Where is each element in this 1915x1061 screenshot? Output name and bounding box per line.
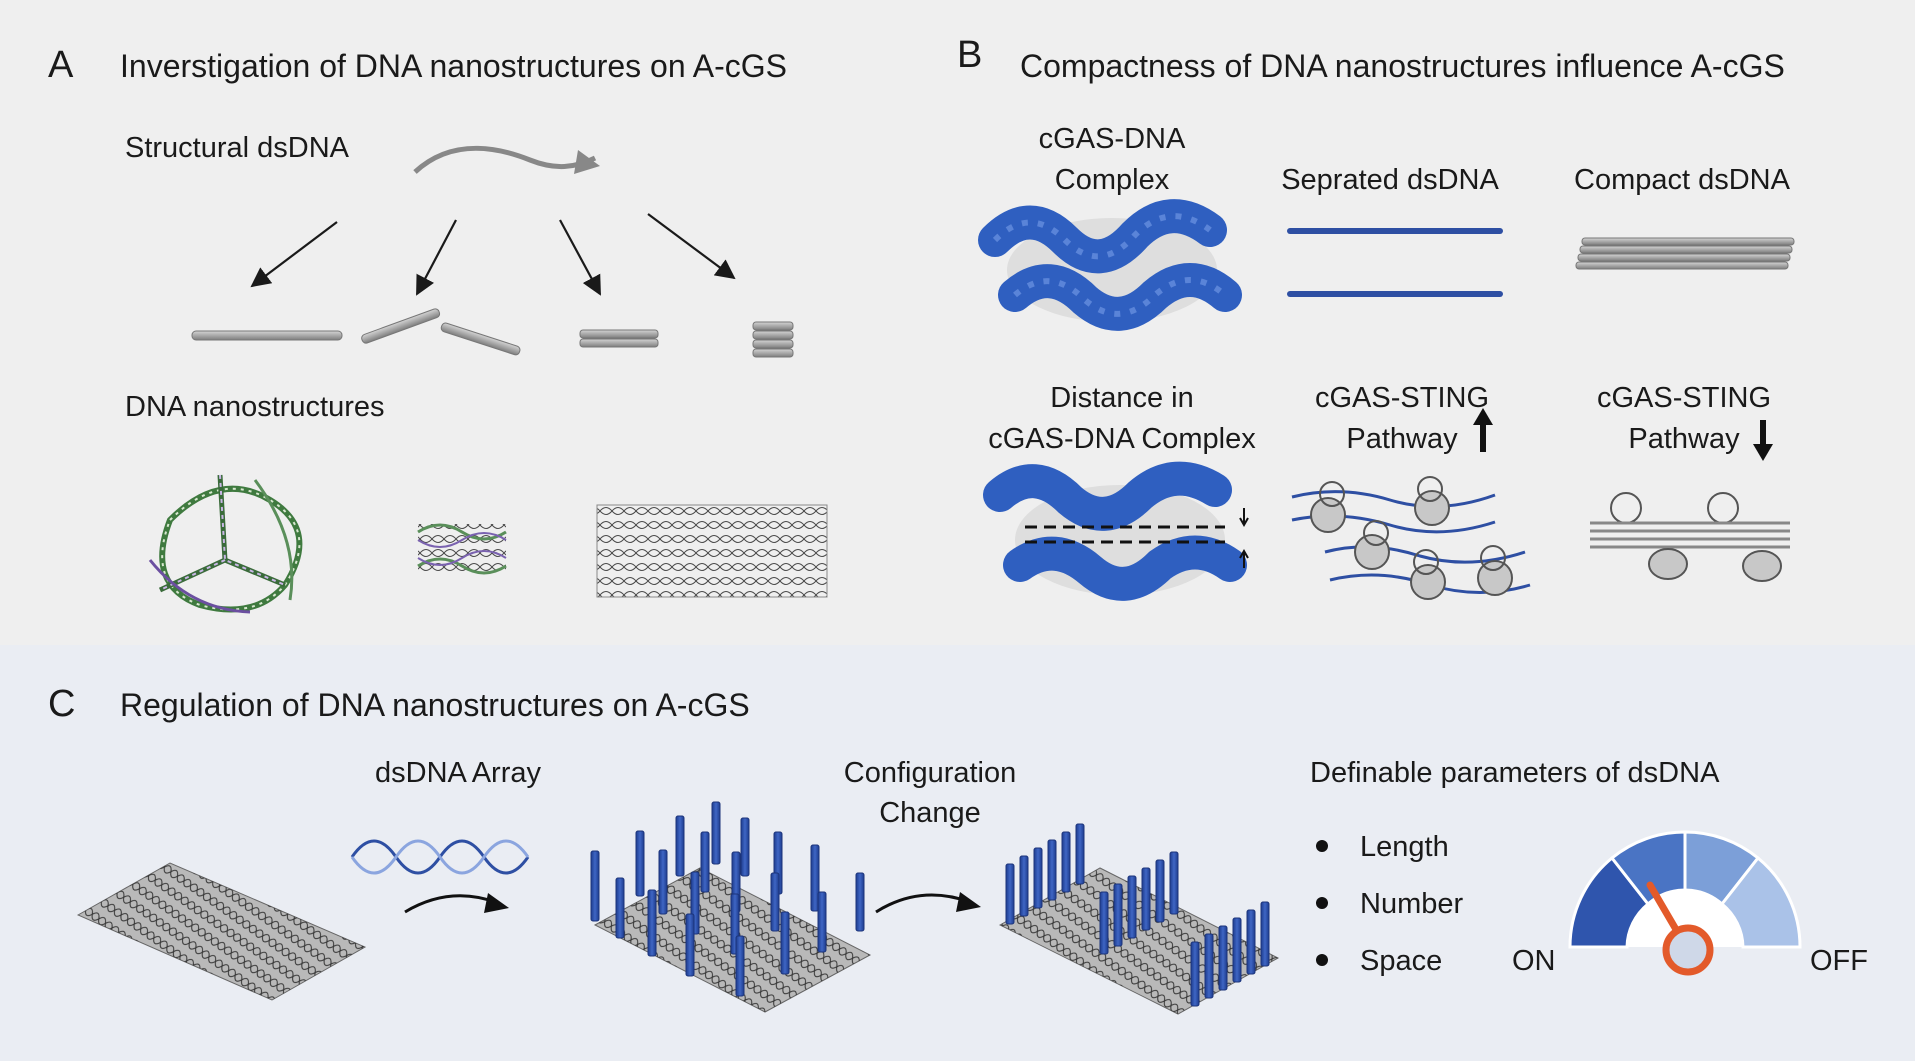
pathway-up-label-line1: cGAS-STING <box>1315 382 1489 414</box>
definable-parameters-title: Definable parameters of dsDNA <box>1310 757 1720 789</box>
arrow-up-icon <box>1473 408 1493 452</box>
dsdna-array-label: dsDNA Array <box>375 757 541 789</box>
cgas-dna-complex-label-line2: Complex <box>1055 164 1170 196</box>
double-dsdna-rod <box>579 329 659 348</box>
gauge-on-label: ON <box>1512 945 1556 977</box>
dna-nanostructures-label: DNA nanostructures <box>125 391 385 423</box>
bullet-length <box>1316 840 1328 852</box>
dsdna-pillar-clustered-8 <box>1113 883 1123 947</box>
panel-c-title: Regulation of DNA nanostructures on A-cG… <box>120 687 750 723</box>
dsdna-pillar-clustered-4 <box>1047 839 1057 901</box>
dsdna-pillar-clustered-13 <box>1190 941 1200 1007</box>
bullet-number <box>1316 897 1328 909</box>
dsdna-pillars-clustered <box>1005 823 1270 1007</box>
arrow-down-icon <box>1753 420 1773 461</box>
dsdna-pillar-clustered-1 <box>1005 863 1015 925</box>
distance-label-line1: Distance in <box>1050 382 1193 414</box>
cgas-dna-complex-label-line1: cGAS-DNA <box>1039 123 1186 155</box>
panel-a-letter: A <box>48 44 74 86</box>
flat-sheet-lattice <box>78 863 365 1000</box>
compact-dsdna-bundle <box>1575 237 1795 270</box>
configuration-change-label-line2: Change <box>879 797 981 829</box>
arrow-to-stack-rod <box>647 213 736 280</box>
arrow-to-bent-rod <box>416 219 457 296</box>
separated-dsdna-label: Seprated dsDNA <box>1281 164 1499 196</box>
dsdna-pillar-uniform-2 <box>635 830 645 897</box>
branch-arrows <box>250 213 736 296</box>
pathway-down-label-line1: cGAS-STING <box>1597 382 1771 414</box>
distance-label-line2: cGAS-DNA Complex <box>988 423 1256 455</box>
dsdna-pillar-clustered-18 <box>1260 901 1270 967</box>
structural-dsdna-label: Structural dsDNA <box>125 132 350 164</box>
dsdna-pillar-uniform-20 <box>855 872 865 932</box>
distance-complex-illustration <box>983 461 1249 601</box>
dsdna-array-helix-icon <box>350 839 530 875</box>
dsdna-pillar-uniform-6 <box>658 849 668 915</box>
dsdna-pillar-uniform-5 <box>615 877 625 939</box>
bent-dsdna-rod <box>361 308 521 356</box>
dsdna-pillar-uniform-9 <box>647 889 657 957</box>
dsdna-pillar-uniform-15 <box>770 872 780 932</box>
on-off-gauge <box>1568 830 1802 976</box>
wavy-strand-arrowhead <box>574 150 600 174</box>
panel-b-title: Compactness of DNA nanostructures influe… <box>1020 48 1785 84</box>
double-helix-nanostructure <box>417 523 507 575</box>
dsdna-pillar-uniform-19 <box>817 891 827 953</box>
dsdna-pillar-clustered-16 <box>1232 917 1242 983</box>
curved-arrow-2-head <box>956 892 981 912</box>
dsdna-pillar-clustered-17 <box>1246 909 1256 975</box>
param-space: Space <box>1360 945 1442 977</box>
dsdna-pillar-uniform-16 <box>810 844 820 912</box>
curved-arrow-1-head <box>484 893 509 913</box>
dsdna-pillar-uniform-18 <box>780 911 790 975</box>
arrow-to-double-rod <box>559 219 601 296</box>
dsdna-pillar-uniform-1 <box>590 850 600 922</box>
gauge-inner-face <box>1627 889 1743 947</box>
dsdna-pillar-uniform-17 <box>735 935 745 997</box>
pathway-down-label-line2: Pathway <box>1628 423 1740 455</box>
wavy-dsdna-strand <box>413 145 597 174</box>
param-length: Length <box>1360 831 1449 863</box>
stacked-dsdna-rod <box>752 321 794 358</box>
dsdna-pillar-clustered-9 <box>1127 875 1137 939</box>
dsdna-pillar-clustered-10 <box>1141 867 1151 931</box>
dsdna-pillar-uniform-3 <box>675 815 685 877</box>
dsdna-pillars-uniform <box>590 801 865 997</box>
pathway-up-label-line2: Pathway <box>1346 423 1458 455</box>
dsdna-pillar-clustered-5 <box>1061 831 1071 893</box>
dsdna-pillar-uniform-13 <box>685 913 695 977</box>
dsdna-pillar-uniform-7 <box>700 831 710 893</box>
cgas-dna-complex-illustration <box>978 199 1242 331</box>
dsdna-pillar-clustered-7 <box>1099 891 1109 955</box>
panel-c-background <box>0 645 1915 1061</box>
dsdna-pillar-clustered-2 <box>1019 855 1029 917</box>
tetrahedral-dna-nanostructure <box>148 474 303 614</box>
dsdna-pillar-clustered-3 <box>1033 847 1043 909</box>
gauge-hub <box>1662 924 1714 976</box>
single-dsdna-rod <box>191 330 343 341</box>
dsdna-pillar-uniform-8 <box>740 817 750 877</box>
dsdna-pillar-clustered-6 <box>1075 823 1085 885</box>
dna-origami-lattice-sheet <box>596 504 828 598</box>
panel-b-letter: B <box>957 34 982 76</box>
compact-strands-with-cgas <box>1590 492 1790 582</box>
distance-arrow-up-icon <box>1239 548 1249 568</box>
arrow-to-single-rod <box>250 221 338 288</box>
panel-a-title: Inverstigation of DNA nanostructures on … <box>120 48 787 84</box>
dsdna-pillar-clustered-14 <box>1204 933 1214 999</box>
separated-strands-with-cgas <box>1291 476 1531 600</box>
dsdna-pillar-uniform-4 <box>711 801 721 865</box>
bullet-space <box>1316 954 1328 966</box>
dsdna-pillar-clustered-15 <box>1218 925 1228 991</box>
panel-c-letter: C <box>48 683 75 725</box>
param-number: Number <box>1360 888 1463 920</box>
distance-arrow-down-icon <box>1239 508 1249 528</box>
dsdna-pillar-clustered-11 <box>1155 859 1165 923</box>
gauge-off-label: OFF <box>1810 945 1868 977</box>
compact-dsdna-label: Compact dsDNA <box>1574 164 1791 196</box>
configuration-change-label-line1: Configuration <box>844 757 1017 789</box>
dsdna-pillar-clustered-12 <box>1169 851 1179 915</box>
